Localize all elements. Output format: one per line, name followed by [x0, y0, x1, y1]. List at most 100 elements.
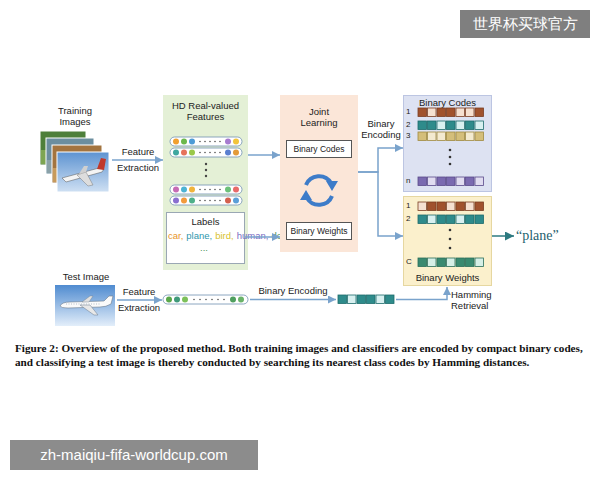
class-label: plane, [186, 230, 212, 241]
test-image [66, 304, 100, 305]
feature-vectors [233, 139, 239, 145]
test-image [80, 305, 98, 315]
binary-weight-rows [466, 215, 475, 224]
binary-code-rows [418, 108, 484, 117]
flow-arrow [248, 154, 280, 156]
binary-code-rows [447, 108, 456, 117]
training-image-stack [40, 131, 109, 192]
flow-arrow [112, 159, 163, 161]
feature-vectors [219, 200, 221, 202]
node-heading: Training Images [50, 105, 100, 127]
flow-arrow [358, 148, 403, 172]
binary-weight-rows [449, 229, 452, 232]
feature-vectors [199, 200, 201, 202]
inner-box: Binary Weights [286, 222, 352, 240]
feature-vectors [219, 152, 221, 154]
binary-weight-rows [418, 202, 484, 211]
process-box: Joint LearningBinary CodesBinary Weights [280, 95, 358, 252]
binary-code-rows [418, 121, 427, 130]
binary-code-rows [447, 121, 456, 130]
binary-code-rows [475, 121, 484, 130]
training-image-stack [97, 158, 106, 170]
test-image [55, 285, 115, 326]
binary-code-rows [466, 121, 475, 130]
binary-weight-rows [466, 258, 475, 267]
feature-vectors [214, 189, 216, 191]
feature-vectors [225, 139, 231, 145]
training-image-stack [57, 152, 109, 192]
binary-code-rows [418, 108, 484, 186]
feature-vectors [214, 141, 216, 143]
feature-vectors [204, 189, 206, 191]
binary-code-rows [428, 132, 437, 141]
test-pipeline-arrows [199, 299, 201, 301]
binary-code-rows [466, 177, 475, 186]
binary-code-rows [475, 177, 484, 186]
cycle-arrow [326, 181, 338, 191]
binary-weight-rows [475, 202, 484, 211]
feature-vectors [205, 175, 207, 177]
feature-vectors [173, 187, 179, 193]
box-text: Binary Codes [287, 144, 351, 154]
test-pipeline-arrows [223, 299, 225, 301]
training-image-stack [47, 160, 93, 173]
training-image-stack [77, 172, 93, 186]
test-pipeline-arrows [230, 297, 236, 303]
word-list: car,plane,bird,human,dog ... [168, 230, 243, 254]
binary-code-rows [466, 132, 475, 141]
cycle-arrow [307, 196, 332, 205]
binary-weight-rows [447, 215, 456, 224]
feature-vectors [209, 200, 211, 202]
box-title: Joint Learning [294, 106, 344, 128]
watermark: zh-maiqiu-fifa-worldcup.com [10, 440, 258, 470]
binary-code-rows [437, 177, 446, 186]
feature-vectors [170, 137, 242, 146]
binary-weight-rows [449, 247, 452, 250]
binary-code-rows [475, 132, 484, 141]
test-pipeline-arrows [182, 297, 188, 303]
binary-code-rows [437, 121, 446, 130]
binary-weight-rows [475, 258, 484, 267]
binary-weight-rows [447, 202, 456, 211]
feature-vectors [225, 187, 231, 193]
output-class: “plane” [516, 227, 586, 244]
feature-vectors [173, 139, 179, 145]
training-image-stack [40, 131, 86, 165]
test-pipeline-arrows [205, 299, 207, 301]
feature-vectors [225, 198, 231, 204]
binary-code-rows [447, 177, 456, 186]
binary-code-rows [418, 132, 484, 141]
binary-weight-rows [456, 215, 465, 224]
binary-code-rows [418, 177, 484, 186]
test-pipeline-arrows [193, 299, 195, 301]
feature-vectors [199, 152, 201, 154]
binary-weight-rows [418, 258, 427, 267]
feature-vectors [181, 198, 187, 204]
binary-code-rows [437, 132, 446, 141]
training-image-stack [52, 145, 102, 183]
panel-title: Binary Codes [404, 97, 491, 108]
feature-vectors [209, 189, 211, 191]
binary-code-rows [456, 121, 465, 130]
feature-vectors [233, 198, 239, 204]
cycle-arrow [300, 190, 312, 200]
feature-vectors [189, 187, 195, 193]
feature-vectors [209, 141, 211, 143]
flow-arrow [358, 172, 403, 236]
feature-vectors [233, 187, 239, 193]
feature-vectors [214, 200, 216, 202]
output-arrow [492, 235, 514, 237]
binary-code-rows [437, 108, 446, 117]
feature-vectors [199, 141, 201, 143]
binary-weight-rows [437, 202, 446, 211]
binary-weight-rows [418, 202, 427, 211]
feature-vectors [225, 150, 231, 156]
cycle-arrow [300, 176, 338, 205]
test-pipeline-arrows [386, 295, 395, 304]
binary-weight-rows [437, 215, 446, 224]
binary-code-rows [466, 108, 475, 117]
weight-panel: Binary Weights [403, 196, 492, 286]
training-image-stack [46, 138, 94, 174]
feature-vectors [189, 198, 195, 204]
